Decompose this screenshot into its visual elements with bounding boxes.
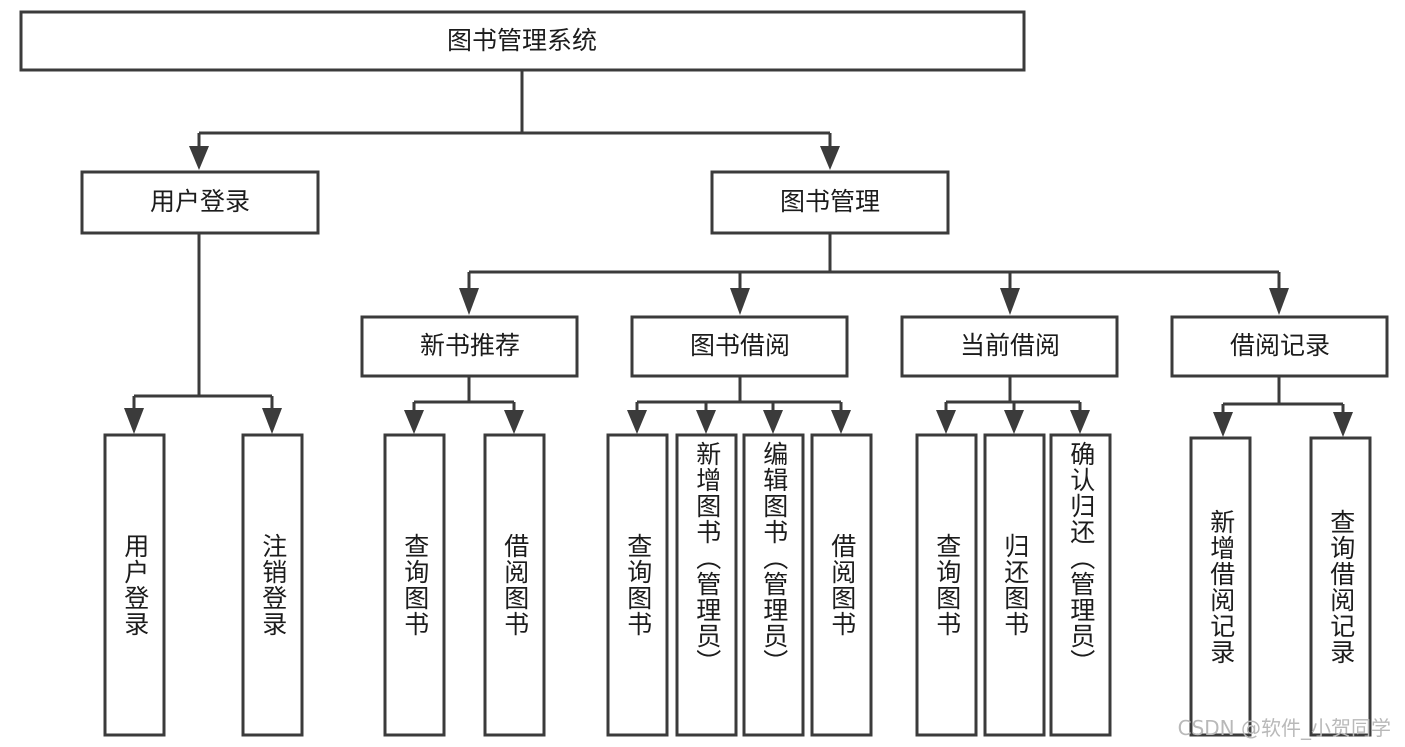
- node-book-manage-box[interactable]: [710, 170, 950, 235]
- arrowhead-icon: [124, 408, 144, 434]
- arrowhead-icon: [763, 410, 783, 434]
- leaf-edit-book-box[interactable]: [742, 433, 805, 737]
- arrowhead-icon: [730, 288, 750, 315]
- arrowhead-icon: [1070, 410, 1090, 434]
- node-root-label: 图书管理系统: [447, 26, 597, 55]
- node-current-borrow-box[interactable]: [900, 315, 1119, 378]
- edge-root-to-level2: [189, 70, 840, 170]
- arrowhead-icon: [1269, 288, 1289, 315]
- leaf-user-login-box[interactable]: [103, 433, 166, 737]
- arrowhead-icon: [459, 288, 479, 315]
- edge-bookmanage-to-level3: [459, 233, 1289, 315]
- arrowhead-icon: [1213, 412, 1233, 437]
- node-user-login-label: 用户登录: [150, 187, 250, 216]
- edge-bookborrow-to-leaves: [627, 376, 851, 434]
- edge-currentborrow-to-leaves: [936, 376, 1090, 434]
- arrowhead-icon: [262, 408, 282, 434]
- node-user-login-box[interactable]: [80, 170, 320, 235]
- arrowhead-icon: [831, 410, 851, 434]
- node-new-book-recommend-label: 新书推荐: [420, 331, 520, 360]
- leaf-logout-login-box[interactable]: [241, 433, 304, 737]
- node-new-book-recommend-box[interactable]: [360, 315, 579, 378]
- arrowhead-icon: [936, 410, 956, 434]
- node-current-borrow-label: 当前借阅: [960, 331, 1060, 360]
- leaf-borrow-book-1-box[interactable]: [483, 433, 546, 737]
- arrowhead-icon: [696, 410, 716, 434]
- edge-newbook-to-leaves: [404, 376, 524, 434]
- node-root-box[interactable]: [19, 10, 1026, 72]
- leaf-query-book-3-box[interactable]: [915, 433, 978, 737]
- arrowhead-icon: [1004, 410, 1024, 434]
- arrowhead-icon: [189, 146, 209, 170]
- node-borrow-record-box[interactable]: [1170, 315, 1389, 378]
- node-book-manage-label: 图书管理: [780, 187, 880, 216]
- leaf-confirm-return-box[interactable]: [1049, 433, 1112, 737]
- node-book-borrow-box[interactable]: [630, 315, 849, 378]
- leaf-query-record-box[interactable]: [1309, 436, 1372, 737]
- leaf-query-book-1-box[interactable]: [383, 433, 446, 737]
- arrowhead-icon: [504, 410, 524, 434]
- leaf-return-book-box[interactable]: [983, 433, 1046, 737]
- csdn-watermark: CSDN @软件_小贺同学: [1177, 716, 1391, 740]
- arrowhead-icon: [1000, 288, 1020, 315]
- arrowhead-icon: [1333, 412, 1353, 437]
- arrowhead-icon: [404, 410, 424, 434]
- edge-borrowrecord-to-leaves: [1213, 376, 1353, 437]
- node-borrow-record-label: 借阅记录: [1230, 331, 1330, 360]
- arrowhead-icon: [820, 146, 840, 170]
- edge-userlogin-to-leaves: [124, 233, 282, 434]
- arrowhead-icon: [627, 410, 647, 434]
- leaf-query-book-2-box[interactable]: [606, 433, 669, 737]
- leaf-borrow-book-2-box[interactable]: [810, 433, 873, 737]
- leaf-add-record-box[interactable]: [1189, 436, 1252, 737]
- node-book-borrow-label: 图书借阅: [690, 331, 790, 360]
- leaf-add-book-box[interactable]: [675, 433, 738, 737]
